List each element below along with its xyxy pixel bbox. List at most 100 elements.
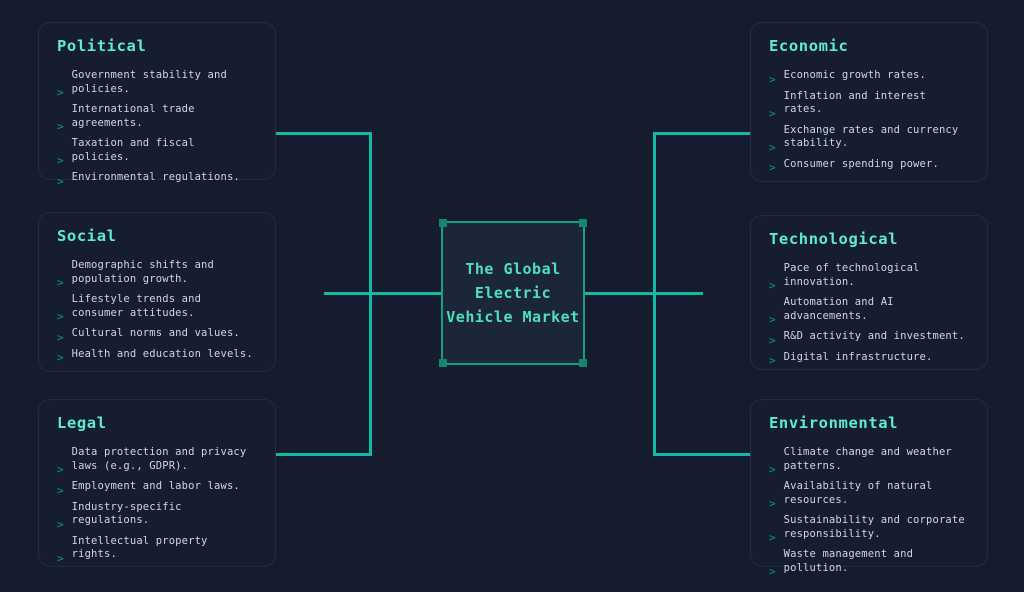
list-item: > Demographic shifts and population grow… (57, 259, 257, 289)
chevron-right-icon: > (57, 120, 64, 133)
list-item-text: Data protection and privacy laws (e.g., … (71, 446, 247, 472)
list-item-text: Economic growth rates. (783, 69, 926, 81)
list-item-text: International trade agreements. (71, 103, 195, 129)
list-item-text: Industry-specific regulations. (71, 500, 182, 527)
list-item: > Sustainability and corporate responsib… (769, 514, 969, 544)
card-social[interactable]: Social > Demographic shifts and populati… (38, 212, 276, 372)
card-environmental[interactable]: Environmental > Climate change and weath… (750, 399, 988, 577)
list-item: > Waste management and pollution. (769, 548, 969, 578)
chevron-right-icon: > (769, 161, 776, 174)
resize-handle-top-left[interactable] (439, 219, 447, 227)
chevron-right-icon: > (57, 86, 64, 99)
list-item-text: Waste management and pollution. (783, 548, 914, 574)
list-item: > Industry-specific regulations. (57, 500, 257, 531)
chevron-right-icon: > (769, 463, 776, 476)
chevron-right-icon: > (57, 154, 64, 167)
list-item-text: Pace of technological innovation. (783, 262, 920, 288)
central-node[interactable]: The Global Electric Vehicle Market (441, 221, 585, 365)
list-item: > Intellectual property rights. (57, 534, 257, 565)
card-social-list: > Demographic shifts and population grow… (57, 259, 257, 364)
chevron-right-icon: > (769, 531, 776, 544)
resize-handle-bottom-right[interactable] (579, 359, 587, 367)
list-item-text: Intellectual property rights. (71, 534, 208, 561)
connector-technological (585, 292, 703, 295)
chevron-right-icon: > (57, 276, 64, 289)
chevron-right-icon: > (769, 72, 776, 86)
chevron-right-icon: > (769, 279, 776, 292)
list-item: > Automation and AI advancements. (769, 296, 969, 326)
card-political[interactable]: Political > Government stability and pol… (38, 22, 276, 187)
central-node-label: The Global Electric Vehicle Market (446, 260, 580, 326)
list-item: > Availability of natural resources. (769, 480, 969, 510)
chevron-right-icon: > (57, 517, 64, 531)
card-economic[interactable]: Economic > Economic growth rates. > Infl… (750, 22, 988, 182)
resize-handle-bottom-left[interactable] (439, 359, 447, 367)
list-item-text: Demographic shifts and population growth… (71, 259, 214, 285)
card-political-title: Political (57, 37, 147, 55)
chevron-right-icon: > (57, 551, 64, 565)
card-technological-list: > Pace of technological innovation. > Au… (769, 262, 969, 367)
list-item-text: Taxation and fiscal policies. (71, 137, 195, 163)
list-item-text: Health and education levels. (71, 347, 253, 360)
card-technological[interactable]: Technological > Pace of technological in… (750, 215, 988, 370)
chevron-right-icon: > (57, 463, 64, 476)
card-legal[interactable]: Legal > Data protection and privacy laws… (38, 399, 276, 567)
list-item: > Health and education levels. (57, 347, 257, 364)
list-item: > Government stability and policies. (57, 69, 257, 99)
list-item: > Economic growth rates. (769, 69, 969, 86)
list-item: > Climate change and weather patterns. (769, 446, 969, 476)
card-legal-title: Legal (57, 414, 107, 432)
card-legal-list: > Data protection and privacy laws (e.g.… (57, 446, 257, 565)
list-item-text: Automation and AI advancements. (783, 296, 894, 322)
card-economic-title: Economic (769, 37, 849, 55)
chevron-right-icon: > (769, 565, 776, 578)
list-item-text: Employment and labor laws. (71, 480, 240, 492)
list-item-text: Government stability and policies. (71, 69, 227, 95)
chevron-right-icon: > (769, 354, 776, 367)
card-environmental-title: Environmental (769, 414, 899, 432)
chevron-right-icon: > (769, 333, 776, 347)
list-item-text: Exchange rates and currency stability. (783, 123, 959, 150)
list-item: > Environmental regulations. (57, 171, 257, 188)
list-item: > Digital infrastructure. (769, 350, 969, 367)
chevron-right-icon: > (769, 497, 776, 510)
connector-social (324, 292, 441, 295)
list-item-text: Climate change and weather patterns. (783, 446, 952, 472)
list-item-text: Digital infrastructure. (783, 350, 933, 363)
list-item-text: Lifestyle trends and consumer attitudes. (71, 293, 202, 319)
chevron-right-icon: > (57, 310, 64, 323)
list-item: > Taxation and fiscal policies. (57, 137, 257, 167)
list-item-text: Availability of natural resources. (783, 480, 933, 506)
card-technological-title: Technological (769, 230, 899, 248)
list-item: > Exchange rates and currency stability. (769, 123, 969, 153)
list-item-text: Inflation and interest rates. (783, 89, 926, 116)
connector-economic (653, 132, 750, 135)
chevron-right-icon: > (57, 330, 64, 344)
card-environmental-list: > Climate change and weather patterns. >… (769, 446, 969, 578)
list-item: > Data protection and privacy laws (e.g.… (57, 446, 257, 476)
connector-legal (276, 453, 372, 456)
card-political-list: > Government stability and policies. > I… (57, 69, 257, 188)
chevron-right-icon: > (57, 483, 64, 497)
list-item: > Lifestyle trends and consumer attitude… (57, 293, 257, 323)
connector-environmental (653, 453, 750, 456)
list-item: > International trade agreements. (57, 103, 257, 133)
list-item-text: Cultural norms and values. (71, 327, 240, 339)
chevron-right-icon: > (57, 351, 64, 364)
chevron-right-icon: > (769, 313, 776, 326)
list-item: > Pace of technological innovation. (769, 262, 969, 292)
list-item-text: R&D activity and investment. (783, 330, 965, 342)
list-item: > Cultural norms and values. (57, 327, 257, 344)
list-item-text: Consumer spending power. (783, 157, 939, 170)
list-item-text: Sustainability and corporate responsibil… (783, 514, 965, 540)
list-item: > Inflation and interest rates. (769, 89, 969, 120)
list-item: > Employment and labor laws. (57, 480, 257, 497)
resize-handle-top-right[interactable] (579, 219, 587, 227)
connector-political (276, 132, 372, 135)
card-economic-list: > Economic growth rates. > Inflation and… (769, 69, 969, 174)
list-item: > Consumer spending power. (769, 157, 969, 174)
chevron-right-icon: > (57, 174, 64, 188)
chevron-right-icon: > (769, 106, 776, 120)
card-social-title: Social (57, 227, 117, 245)
